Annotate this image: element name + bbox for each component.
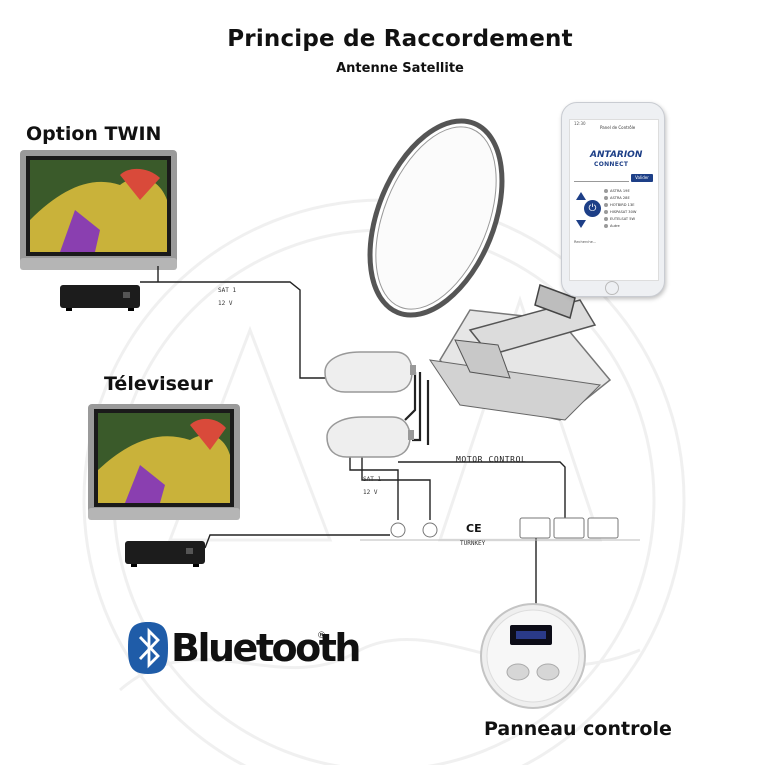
phone-brand-connect: CONNECT xyxy=(594,161,629,168)
ce-mark: CE xyxy=(466,522,482,535)
label-connector: TURNKEY xyxy=(460,540,486,547)
power-icon[interactable]: ⏻ xyxy=(584,200,601,217)
up-arrow-icon[interactable] xyxy=(576,192,586,200)
wall-connectors xyxy=(360,517,640,541)
label-sat-bottom-1: SAT 1 xyxy=(363,476,382,483)
page-title: Principe de Raccordement xyxy=(227,26,573,52)
page-subtitle: Antenne Satellite xyxy=(336,61,464,76)
label-sat-top-1: SAT 1 xyxy=(218,287,237,294)
label-panneau-controle: Panneau controle xyxy=(484,718,672,740)
satellite-option[interactable]: HOTBIRD 13E xyxy=(604,203,635,207)
satellite-option[interactable]: ASTRA 19E xyxy=(604,189,630,193)
dish-cables xyxy=(404,372,430,445)
bluetooth-icon xyxy=(128,622,168,674)
satellite-option[interactable]: Autre xyxy=(604,224,620,228)
tv-option-twin xyxy=(20,150,177,270)
control-panel-device xyxy=(480,603,586,709)
coax-cables xyxy=(140,266,566,620)
lnb-unit-top xyxy=(324,351,416,393)
label-televiseur: Téleviseur xyxy=(104,373,213,395)
label-motor-control: MOTOR CONTROL xyxy=(456,455,527,464)
satellite-dish xyxy=(367,118,612,421)
bluetooth-registered-mark: ® xyxy=(317,631,326,641)
phone-footer-text: Recherche... xyxy=(574,240,597,244)
phone-app-title: Panel de Contrôle xyxy=(600,125,636,130)
lnb-unit-bottom xyxy=(326,416,414,458)
tv-televiseur xyxy=(88,404,240,520)
label-sat-top-2: 12 V xyxy=(218,300,233,307)
satellite-option[interactable]: HISPASAT 30W xyxy=(604,210,636,214)
satellite-option[interactable]: EUTELSAT 5W xyxy=(604,217,635,221)
receiver-box-twin xyxy=(60,285,140,311)
down-arrow-icon[interactable] xyxy=(576,220,586,228)
label-sat-bottom-2: 12 V xyxy=(363,489,378,496)
receiver-box-main xyxy=(125,541,205,567)
phone-status-time: 12:30 xyxy=(574,121,586,126)
smartphone: 12:30 Panel de Contrôle ANTARION CONNECT… xyxy=(561,102,665,297)
phone-home-button[interactable] xyxy=(605,281,619,295)
bluetooth-wordmark: Bluetooth xyxy=(171,626,361,670)
phone-ok-button[interactable]: Valider xyxy=(631,174,653,182)
phone-select-field[interactable] xyxy=(574,174,629,182)
label-option-twin: Option TWIN xyxy=(26,123,162,145)
satellite-option[interactable]: ASTRA 28E xyxy=(604,196,630,200)
phone-screen: 12:30 Panel de Contrôle ANTARION CONNECT… xyxy=(569,119,659,281)
phone-brand-antarion: ANTARION xyxy=(590,150,643,160)
